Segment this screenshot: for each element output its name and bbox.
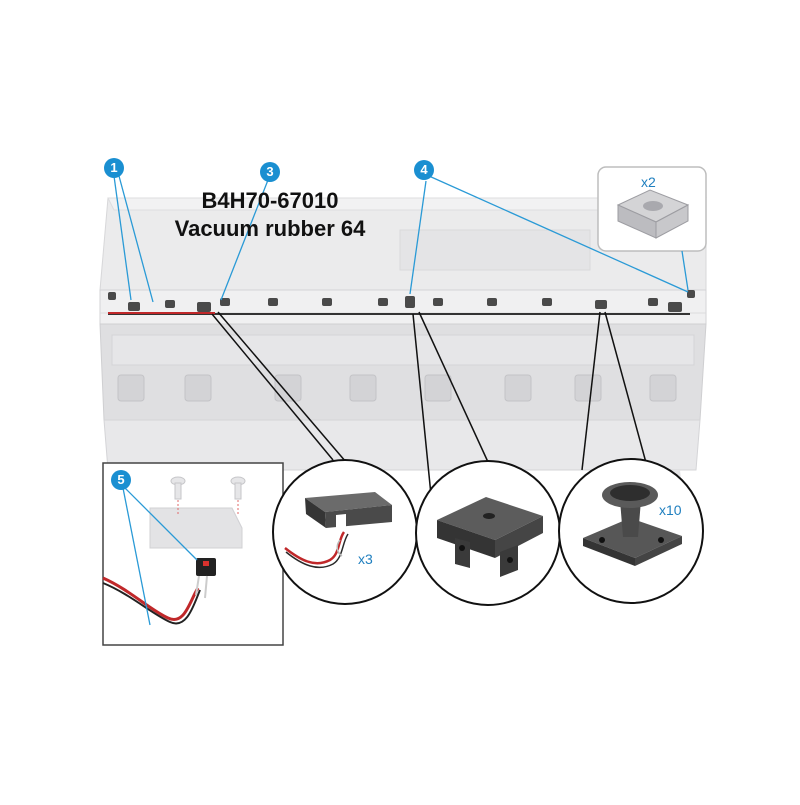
inset-bottom-left [102,462,284,646]
callout-5: 5 [111,470,131,490]
part-description-label: Vacuum rubber 64 [174,216,366,241]
part-number-label: B4H70-67010 [201,188,339,213]
qty-inset-bracket: x2 [641,174,656,190]
qty-vacuum-rubber: x10 [659,502,682,518]
qty-sensor-bracket: x3 [358,551,373,567]
magnifier-bracket [412,311,561,606]
magnifier-sensor-bracket [211,311,418,605]
callout-4: 4 [414,160,434,180]
leader-lines [113,175,689,626]
callout-1: 1 [104,158,124,178]
magnifier-vacuum-rubber [558,311,704,604]
vacuum-rubber-mounts [108,290,695,312]
inset-top-right [597,166,707,252]
callout-3: 3 [260,162,280,182]
